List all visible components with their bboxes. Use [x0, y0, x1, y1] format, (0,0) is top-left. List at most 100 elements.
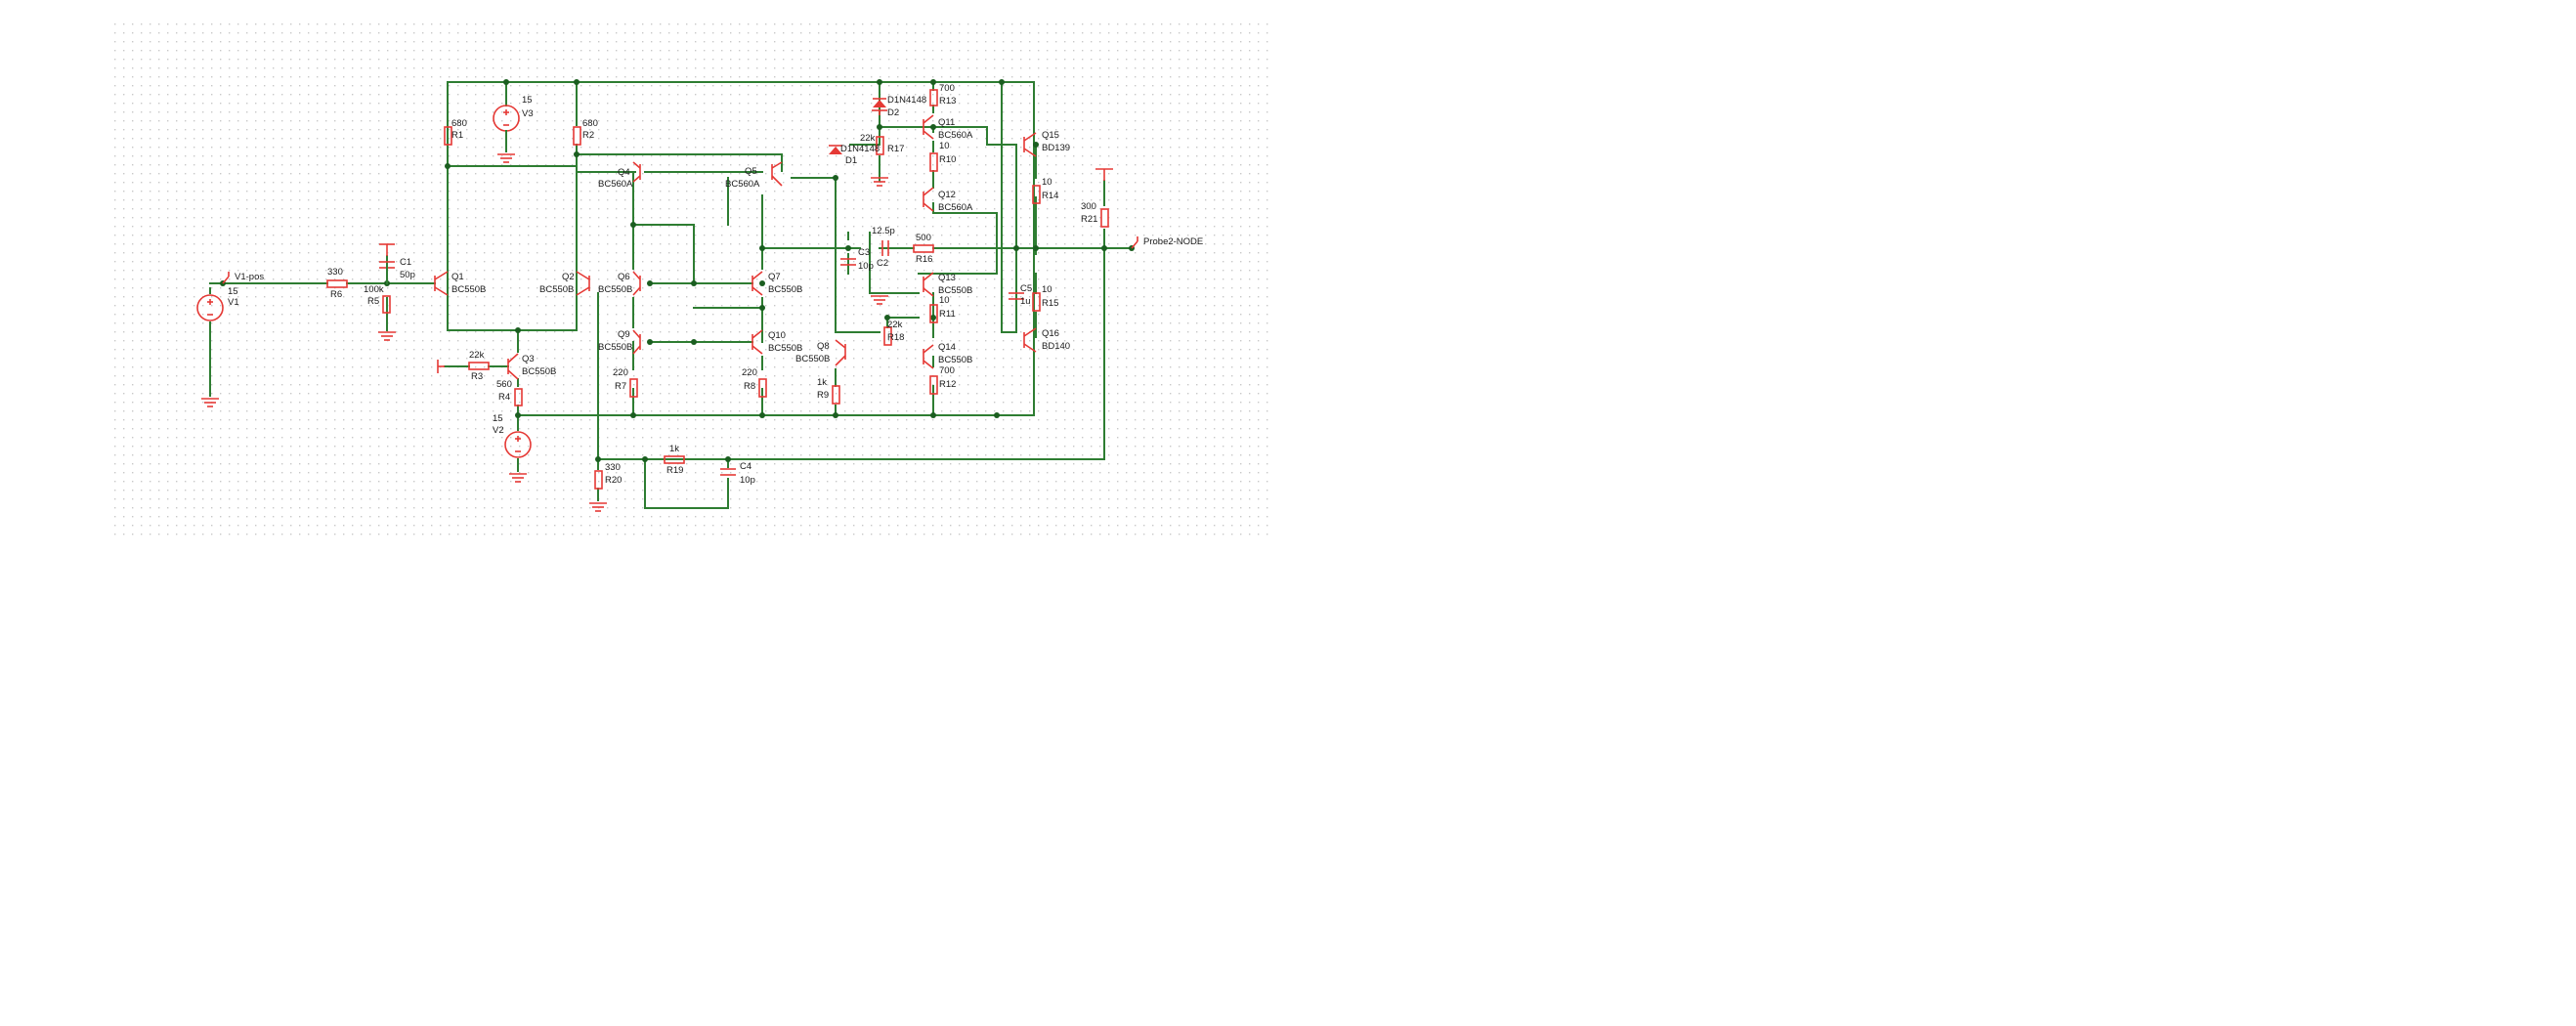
capacitor-c5[interactable]: C5 1u [1009, 283, 1032, 307]
capacitor-c4[interactable]: C4 10p [720, 461, 755, 486]
q8-value: BC550B [795, 354, 830, 364]
probe-v1-pos-label: V1-pos [235, 272, 264, 282]
resistor-r14[interactable]: 10 R14 [1032, 177, 1058, 204]
voltage-source-v3[interactable]: 15 V3 [493, 95, 534, 152]
r6-name: R6 [330, 289, 342, 300]
c3-value: 10p [858, 261, 874, 272]
resistor-r12[interactable]: 700 R12 [929, 365, 956, 395]
c4-name: C4 [740, 461, 751, 472]
capacitor-c1[interactable]: C1 50p [379, 257, 415, 284]
probe-v1-pos[interactable]: V1-pos [222, 272, 264, 284]
r21-value: 300 [1081, 201, 1096, 212]
q11-name: Q11 [938, 117, 955, 128]
q2-value: BC550B [539, 284, 574, 295]
r5-name: R5 [367, 296, 379, 307]
r8-name: R8 [744, 381, 755, 392]
resistor-r5[interactable]: 100k R5 [364, 284, 391, 314]
d2-name: D2 [887, 107, 899, 118]
resistor-r7[interactable]: 220 R7 [613, 367, 638, 398]
r15-name: R15 [1042, 298, 1058, 309]
transistor-q15[interactable]: Q15 BD139 [1023, 130, 1070, 157]
voltage-source-v2[interactable]: 15 V2 [493, 413, 532, 458]
capacitor-c2[interactable]: 12.5p C2 [872, 226, 895, 269]
r15-value: 10 [1042, 284, 1052, 295]
transistor-q13[interactable]: Q13 BC550B [923, 272, 972, 297]
r19-name: R19 [666, 465, 683, 476]
q10-value: BC550B [768, 343, 802, 354]
resistor-r13[interactable]: 700 R13 [929, 83, 956, 107]
q7-value: BC550B [768, 284, 802, 295]
diode-d1[interactable]: D1N4148 D1 [829, 144, 880, 166]
r11-value: 10 [939, 295, 950, 306]
q9-value: BC550B [598, 342, 632, 353]
transistor-q14[interactable]: Q14 BC550B [923, 342, 972, 369]
r19-value: 1k [669, 444, 679, 454]
voltage-source-v1[interactable]: 15 V1 [196, 286, 239, 321]
resistor-r4[interactable]: 560 R4 [496, 379, 523, 406]
q15-name: Q15 [1042, 130, 1059, 141]
q16-name: Q16 [1042, 328, 1059, 339]
transistor-q12[interactable]: Q12 BC560A [923, 187, 973, 213]
ground-symbols [200, 109, 1113, 512]
r2-value: 680 [582, 118, 598, 129]
v2-name: V2 [493, 425, 504, 436]
resistor-r16[interactable]: 500 R16 [913, 233, 934, 265]
c1-value: 50p [400, 270, 415, 280]
v1-value: 15 [228, 286, 238, 297]
transistor-q4[interactable]: Q4 BC560A [598, 161, 641, 190]
transistor-q10[interactable]: Q10 BC550B [751, 329, 802, 355]
resistor-r15[interactable]: 10 R15 [1032, 284, 1058, 312]
transistor-q16[interactable]: Q16 BD140 [1023, 327, 1070, 353]
q3-name: Q3 [522, 354, 535, 364]
r14-name: R14 [1042, 191, 1058, 201]
diode-d2[interactable]: D1N4148 D2 [873, 95, 926, 118]
transistor-q5[interactable]: Q5 BC560A [725, 161, 783, 190]
q16-value: BD140 [1042, 341, 1070, 352]
transistor-q8[interactable]: Q8 BC550B [795, 339, 846, 366]
resistor-r19[interactable]: 1k R19 [664, 444, 685, 476]
transistor-q11[interactable]: Q11 BC560A [923, 114, 973, 141]
capacitor-c3[interactable]: C3 10p [840, 247, 874, 272]
q6-name: Q6 [618, 272, 630, 282]
transistor-q1[interactable]: Q1 BC550B [434, 271, 486, 296]
q12-value: BC560A [938, 202, 973, 213]
resistor-r2[interactable]: 680 R2 [573, 118, 598, 146]
resistor-r3[interactable]: 22k R3 [468, 350, 490, 382]
r20-value: 330 [605, 462, 621, 473]
transistor-q3[interactable]: Q3 BC550B [507, 353, 556, 380]
r8-value: 220 [742, 367, 757, 378]
r21-name: R21 [1081, 214, 1097, 225]
q5-name: Q5 [745, 166, 757, 177]
r10-name: R10 [939, 154, 956, 165]
transistor-q6[interactable]: Q6 BC550B [598, 271, 641, 296]
resistor-r17[interactable]: 22k R17 [860, 133, 904, 155]
resistor-r21[interactable]: 300 R21 [1081, 201, 1109, 228]
resistor-r8[interactable]: 220 R8 [742, 367, 767, 398]
q4-name: Q4 [618, 167, 630, 178]
probe2-node[interactable]: Probe2-NODE [1131, 236, 1203, 249]
resistor-r18[interactable]: 22k R18 [883, 320, 904, 346]
r9-value: 1k [817, 377, 827, 388]
r11-name: R11 [939, 309, 956, 320]
v2-value: 15 [493, 413, 503, 424]
resistor-r9[interactable]: 1k R9 [817, 377, 840, 405]
c3-name: C3 [858, 247, 870, 258]
transistor-q7[interactable]: Q7 BC550B [751, 271, 802, 296]
resistor-r11[interactable]: 10 R11 [929, 295, 956, 323]
v3-name: V3 [522, 108, 534, 119]
resistor-r10[interactable]: 10 R10 [929, 141, 956, 172]
r16-value: 500 [916, 233, 931, 243]
q13-name: Q13 [938, 273, 956, 283]
transistor-q2[interactable]: Q2 BC550B [539, 271, 590, 296]
resistor-r1[interactable]: 680 R1 [444, 118, 467, 146]
r10-value: 10 [939, 141, 950, 151]
transistor-q9[interactable]: Q9 BC550B [598, 329, 641, 355]
r17-value: 22k [860, 133, 876, 144]
resistor-r6[interactable]: 330 R6 [326, 267, 348, 300]
q5-value: BC560A [725, 179, 760, 190]
resistor-r20[interactable]: 330 R20 [594, 462, 622, 490]
r3-value: 22k [469, 350, 485, 361]
c2-value: 12.5p [872, 226, 895, 236]
r3-name: R3 [471, 371, 483, 382]
